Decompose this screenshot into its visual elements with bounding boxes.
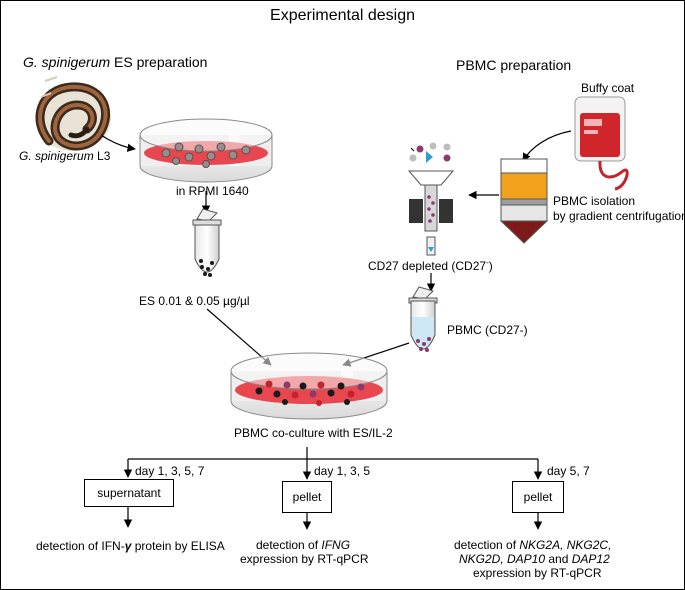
pbmc-tube xyxy=(408,286,438,352)
es-heading-rest: ES preparation xyxy=(110,54,208,70)
branch1-det-gamma: γ xyxy=(124,539,132,553)
es-concentration-label: ES 0.01 & 0.05 µg/µl xyxy=(139,294,250,308)
branch1-days: day 1, 3, 5, 7 xyxy=(135,464,205,478)
pbmc-tube-label: PBMC (CD27-) xyxy=(447,323,528,337)
magnetic-column xyxy=(407,142,455,256)
branch3-det-and: and xyxy=(545,552,572,566)
branch2-detection-line1: detection of IFNG xyxy=(256,538,350,552)
buffy-coat-label: Buffy coat xyxy=(581,81,635,95)
larva-label-stage: L3 xyxy=(93,149,111,163)
isolation-label-line2: by gradient centrifugation xyxy=(553,209,685,223)
pbmc-section-heading: PBMC preparation xyxy=(456,57,572,73)
branch3-detection-line1: detection of NKG2A, NKG2C, xyxy=(454,538,611,552)
branch1-detection: detection of IFN-γ protein by ELISA xyxy=(36,539,225,553)
branch3-detection-line2: NKG2D, DAP10 and DAP12 xyxy=(459,552,610,566)
coculture-label: PBMC co-culture with ES/IL-2 xyxy=(234,426,393,440)
buffy-coat-bag xyxy=(574,96,629,191)
branch2-days: day 1, 3, 5 xyxy=(314,464,371,478)
arrow-larva-to-dish xyxy=(100,134,136,152)
branch3-det-gene-dap12: DAP12 xyxy=(571,552,610,566)
pellet-box-1: pellet xyxy=(282,481,332,513)
arrow-es-to-coculture xyxy=(206,308,272,366)
branch3-det-genes-2: NKG2D, DAP10 xyxy=(459,552,546,566)
branch2-det-pre: detection of xyxy=(256,538,322,552)
cd27-depleted-label: CD27 depleted (CD27-) xyxy=(368,256,493,273)
isolation-label-line1: PBMC isolation xyxy=(553,194,636,208)
larva-label-species: G. spinigerum xyxy=(19,149,94,163)
larva-image xyxy=(35,76,111,151)
larva-label: G. spinigerum L3 xyxy=(19,149,110,163)
es-tube xyxy=(192,208,222,277)
es-heading-species: G. spinigerum xyxy=(23,54,111,70)
branch3-det-genes-1: NKG2A, NKG2C, xyxy=(519,538,612,552)
branch2-detection-line2: expression by RT-qPCR xyxy=(240,552,369,566)
pellet-box-2: pellet xyxy=(512,481,564,513)
cd27-depleted-close: ) xyxy=(488,259,493,273)
arrow-bag-to-gradient-tube xyxy=(522,130,572,162)
branch2-det-gene: IFNG xyxy=(321,538,351,552)
cd27-depleted-text: CD27 depleted (CD27 xyxy=(368,259,487,273)
branch1-det-post: protein by ELISA xyxy=(131,539,225,553)
medium-label: in RPMI 1640 xyxy=(176,184,249,198)
branch3-detection-line3: expression by RT-qPCR xyxy=(473,566,602,580)
branch-lines xyxy=(123,447,543,530)
es-section-heading: G. spinigerum ES preparation xyxy=(23,53,207,71)
coculture-petri-dish xyxy=(230,352,388,420)
gradient-tube xyxy=(499,158,549,244)
branch3-det-pre: detection of xyxy=(454,538,520,552)
supernatant-box: supernatant xyxy=(84,479,174,507)
cd27-depleted-sup: - xyxy=(486,258,489,267)
diagram-title: Experimental design xyxy=(270,7,415,24)
es-petri-dish xyxy=(139,118,273,183)
branch3-days: day 5, 7 xyxy=(547,464,590,478)
branch1-det-pre: detection of IFN- xyxy=(36,539,125,553)
